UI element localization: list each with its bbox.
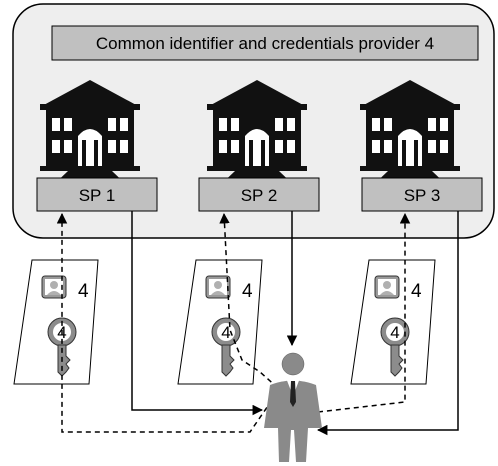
- sp-box-1: SP 1: [36, 177, 158, 212]
- id-photo-icon-3: [374, 275, 400, 299]
- id-photo-icon-2: [205, 275, 231, 299]
- credential-card-2: 4 4: [177, 259, 263, 385]
- solid-arrow-from-sp1: [131, 211, 264, 416]
- provider-title: Common identifier and credentials provid…: [96, 34, 434, 53]
- dashed-arrow-to-sp3: [317, 212, 411, 413]
- dashed-arrow-to-sp2: [219, 212, 279, 389]
- sp-box-2: SP 2: [198, 177, 320, 212]
- id-number-1: 4: [78, 281, 89, 302]
- sp-label-3: SP 3: [404, 186, 441, 205]
- key-number-2: 4: [221, 323, 230, 342]
- credential-card-3: 4 4: [350, 259, 436, 385]
- id-number-2: 4: [242, 281, 253, 302]
- sp-box-3: SP 3: [361, 177, 483, 212]
- credential-card-1: 4 4: [13, 259, 99, 385]
- dashed-arrow-to-sp1: [56, 212, 273, 433]
- solid-arrow-from-sp3: [316, 211, 459, 436]
- person-icon: [264, 352, 322, 462]
- id-number-3: 4: [411, 281, 422, 302]
- provider-title-box: Common identifier and credentials provid…: [51, 25, 479, 61]
- sp-label-2: SP 2: [241, 186, 278, 205]
- sp-label-1: SP 1: [79, 186, 116, 205]
- key-number-3: 4: [390, 323, 399, 342]
